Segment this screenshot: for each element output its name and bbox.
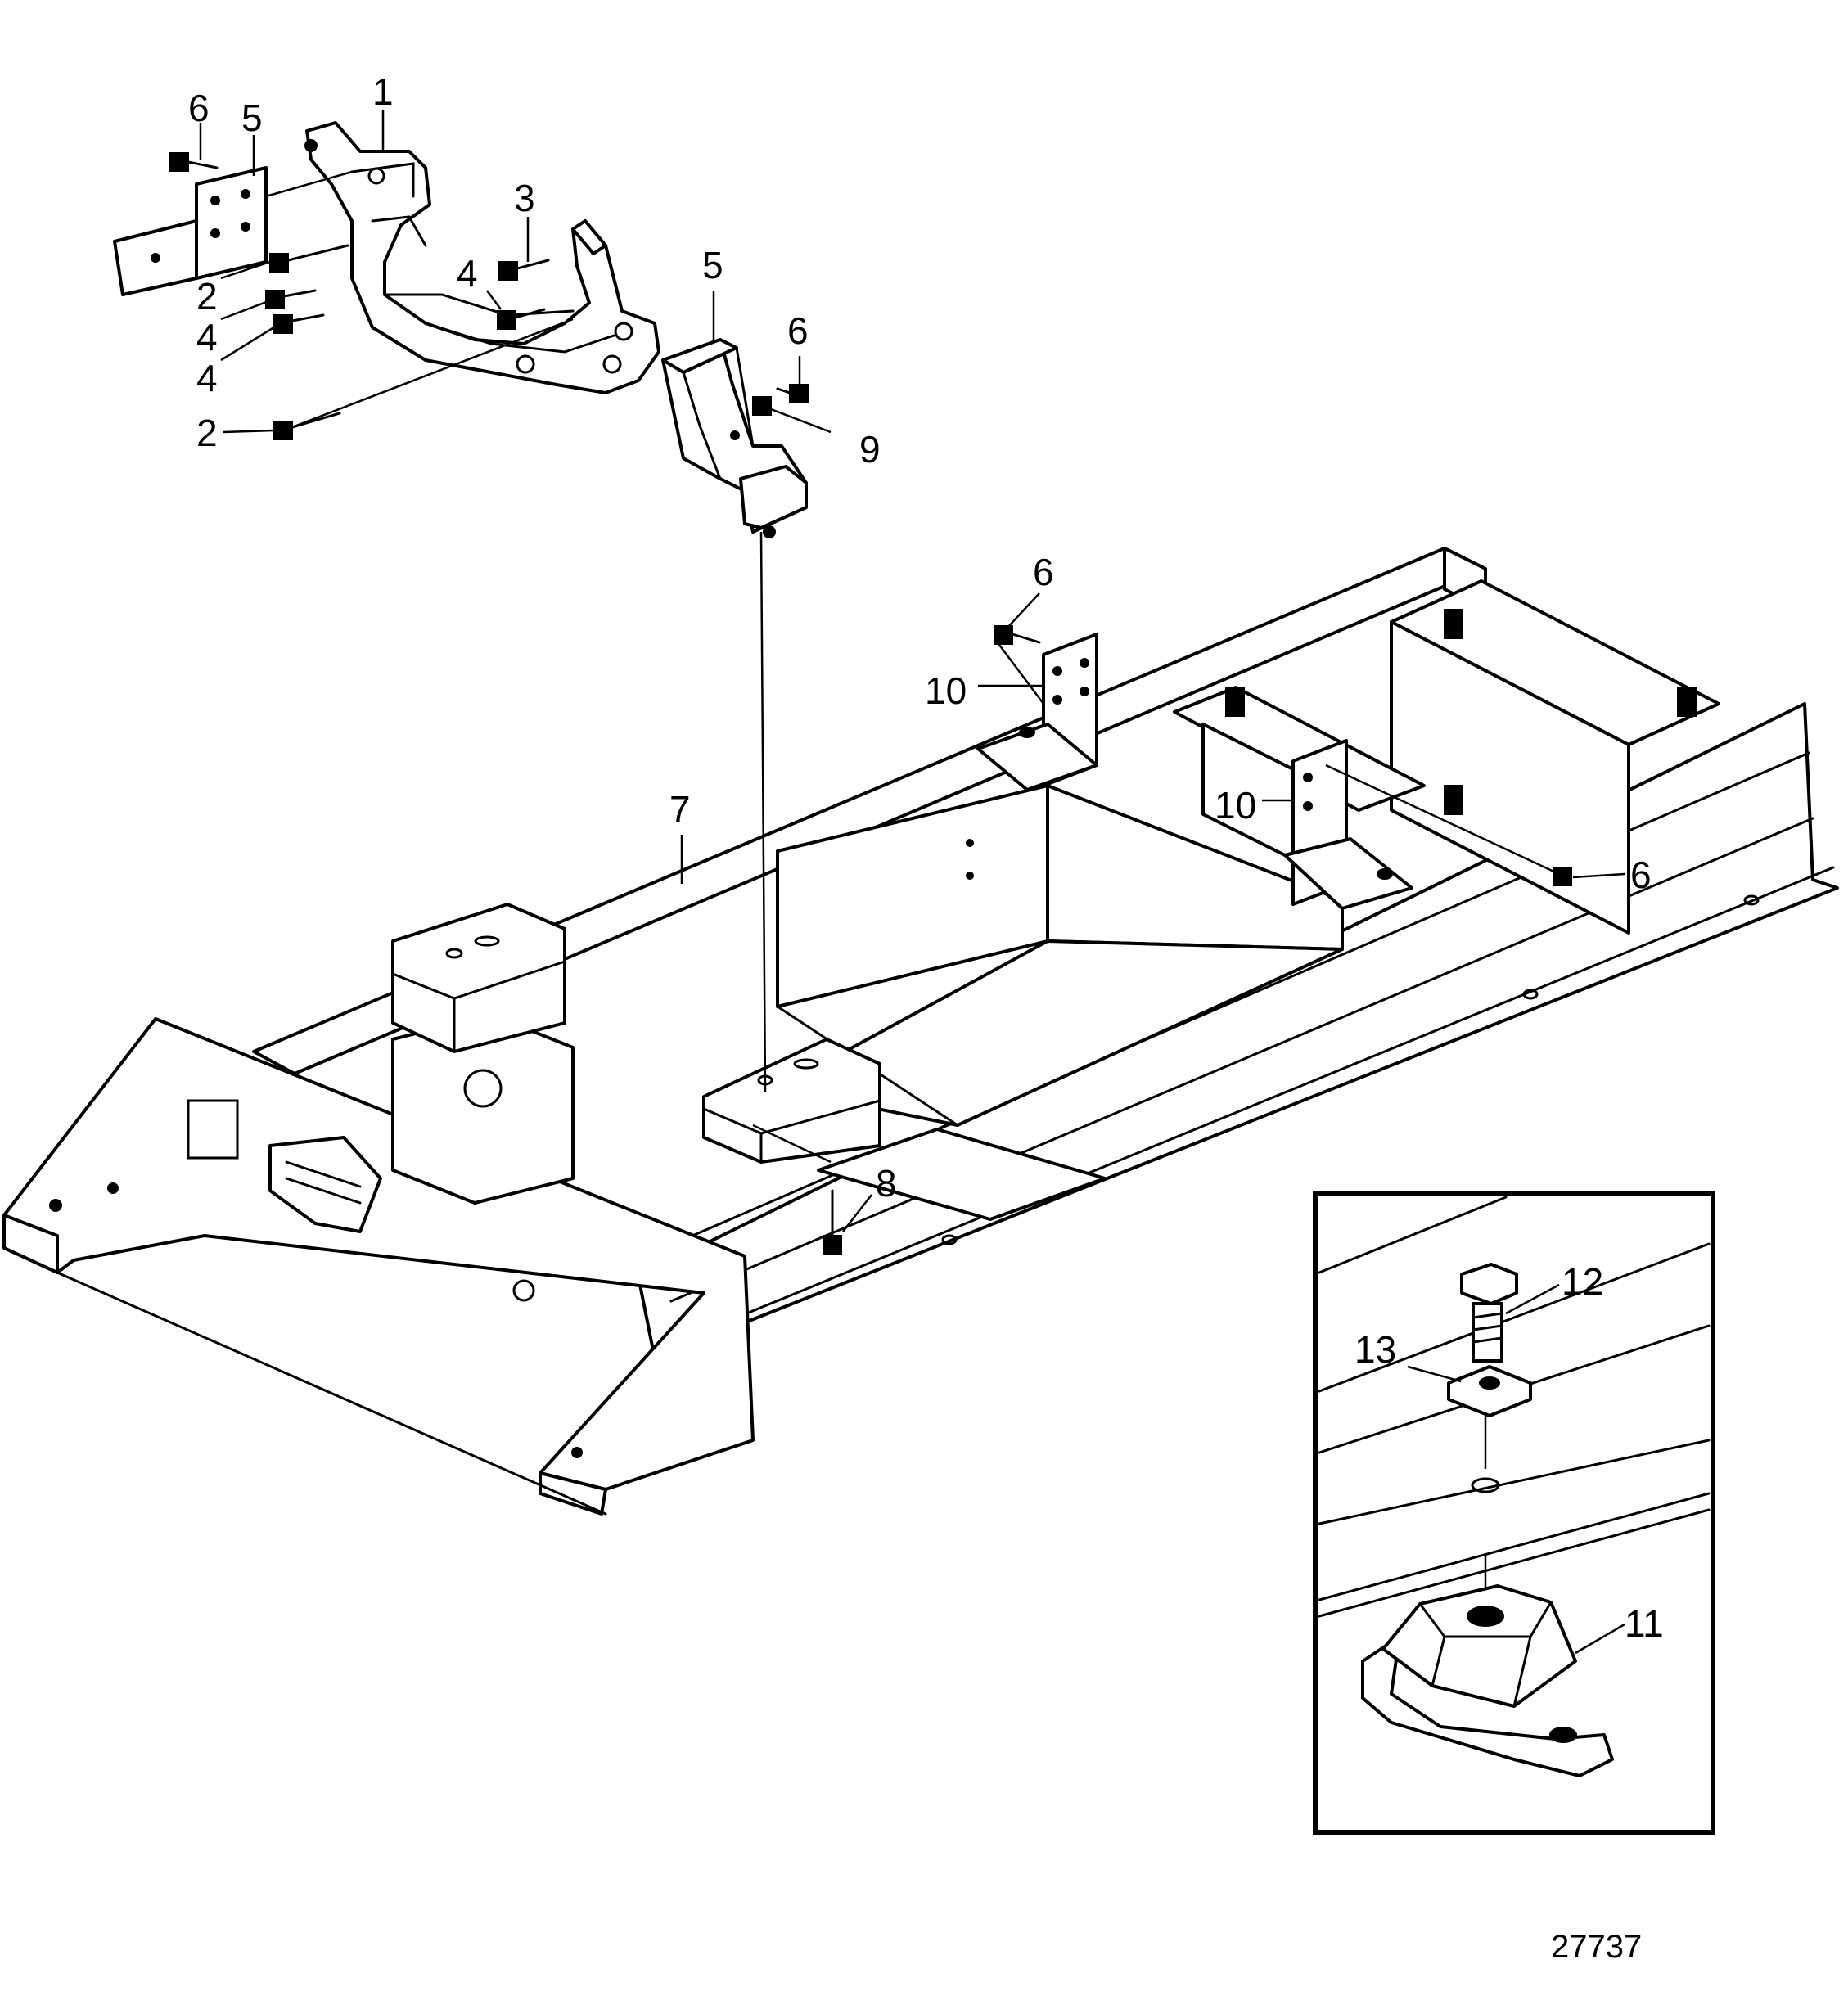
callout-4: 4: [196, 357, 218, 399]
callout-6: 6: [1033, 551, 1054, 593]
bolts: [169, 152, 1572, 1255]
callout-labels: 6 5 1 3 4 2 4 4 2 5 6 9 6 10 10 6 7 8 12…: [188, 70, 1664, 1645]
inset-detail: [1313, 1191, 1715, 1835]
callout-2: 2: [196, 275, 218, 318]
callout-5: 5: [241, 97, 263, 139]
rear-support-frame: [976, 579, 1720, 935]
callout-8: 8: [876, 1162, 897, 1205]
callout-7: 7: [669, 788, 691, 831]
callout-12: 12: [1562, 1260, 1603, 1303]
bracket-part-5-left: [113, 166, 268, 296]
callout-6: 6: [787, 309, 809, 352]
callout-10: 10: [1215, 784, 1256, 827]
callout-6: 6: [1630, 854, 1652, 896]
callout-3: 3: [514, 177, 535, 219]
callout-4: 4: [196, 316, 218, 358]
bracket-part-5-right: [661, 338, 808, 538]
callout-10: 10: [925, 669, 967, 712]
callout-4: 4: [457, 252, 478, 295]
drawing-number: 27737: [1551, 1929, 1642, 1965]
engine-bracket-part-1: [304, 121, 660, 394]
callout-6: 6: [188, 87, 210, 129]
callout-1: 1: [372, 70, 394, 113]
assembly-lines: [265, 170, 1560, 1164]
callout-13: 13: [1354, 1328, 1396, 1371]
leader-lines: [199, 110, 1625, 1655]
callout-11: 11: [1625, 1602, 1664, 1645]
callout-2: 2: [196, 412, 218, 454]
callout-5: 5: [702, 244, 723, 286]
callout-9: 9: [859, 428, 881, 471]
